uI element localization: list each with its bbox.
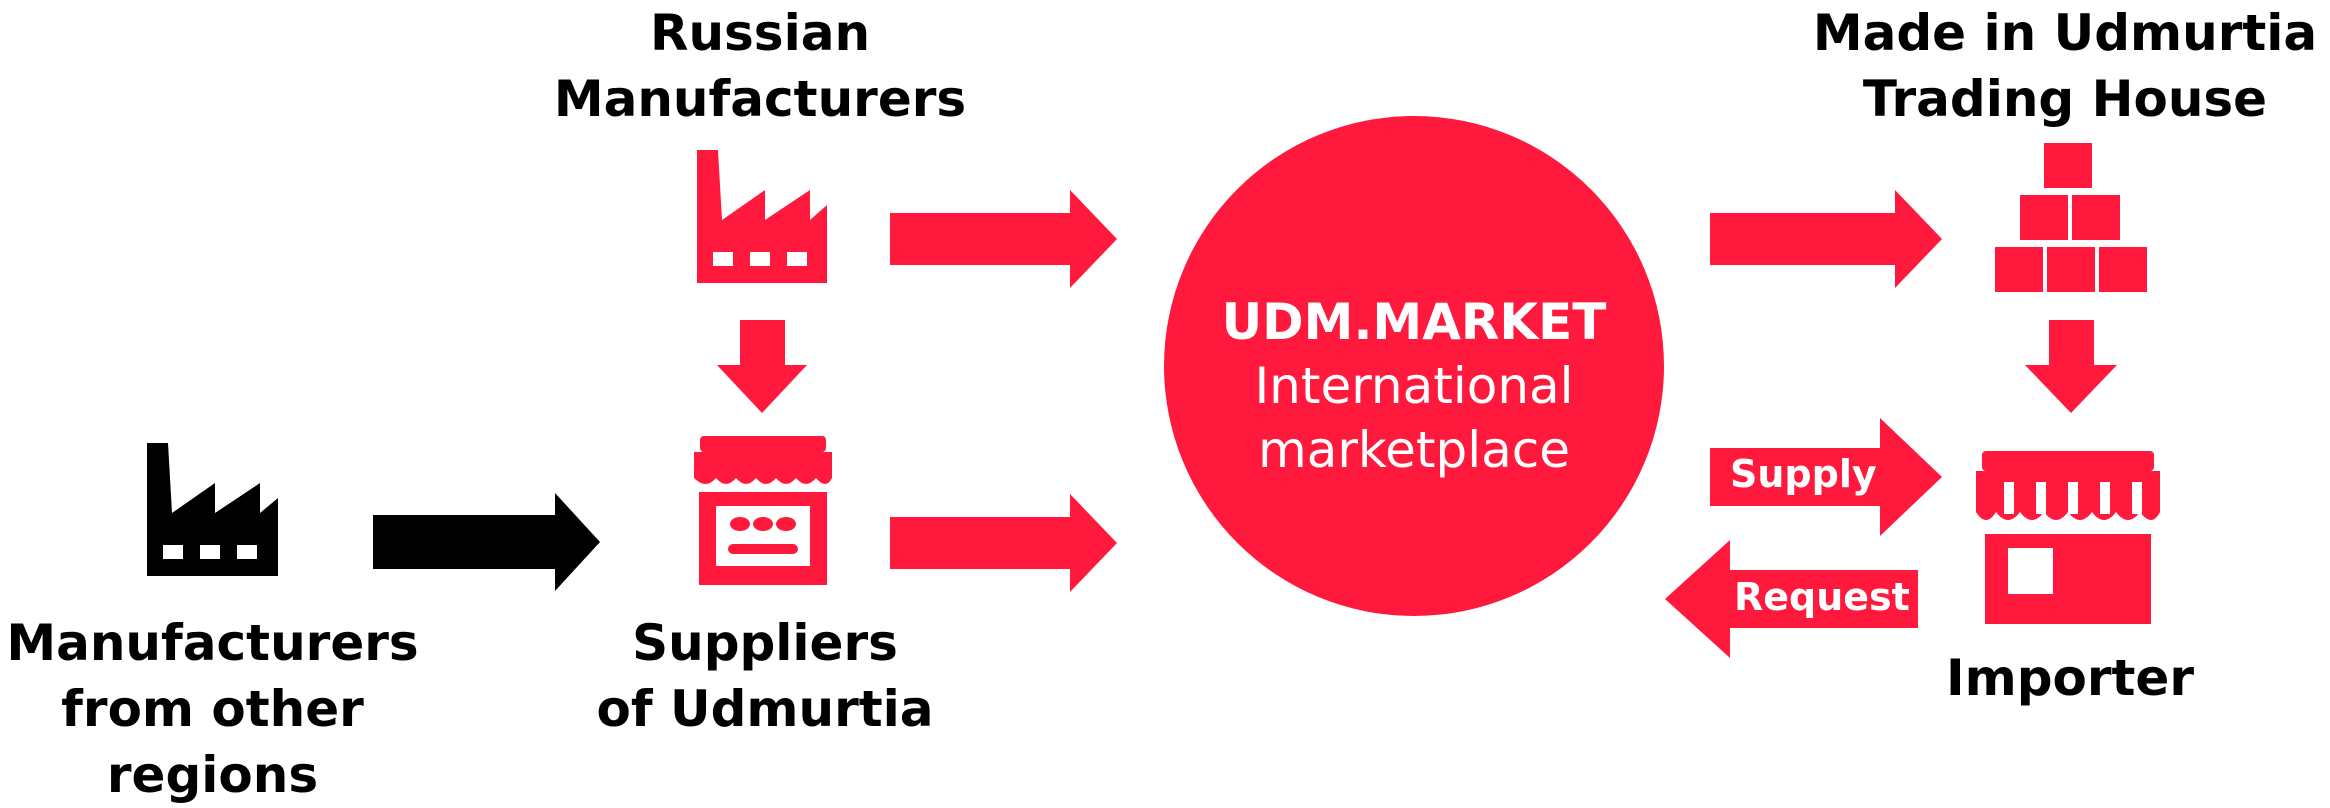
request-label: Request	[1734, 575, 1910, 619]
trading-house-label: Made in Udmurtia Trading House	[1812, 4, 2318, 128]
supply-label: Supply	[1730, 452, 1877, 496]
arrow-manufacturers-to-suppliers	[717, 320, 807, 413]
marketplace-subtitle-line2: marketplace	[1258, 421, 1570, 479]
arrow-regions-to-suppliers	[373, 493, 600, 591]
russian-manufacturers-label: Russian Manufacturers	[553, 4, 967, 128]
supply-arrow[interactable]	[1710, 418, 1942, 536]
suppliers-udmurtia-label: Suppliers of Udmurtia	[596, 614, 934, 738]
store-icon	[1976, 451, 2160, 624]
manufacturers-other-regions-label: Manufacturers from other regions	[6, 614, 419, 804]
boxes-icon	[1995, 143, 2147, 292]
marketplace-subtitle-line1: International	[1254, 357, 1574, 415]
arrow-manufacturers-to-marketplace	[890, 190, 1117, 288]
factory-icon	[697, 150, 827, 283]
market-stall-icon	[694, 436, 832, 585]
marketplace-title: UDM.MARKET	[1221, 293, 1607, 351]
arrow-trading-house-to-importer	[2025, 320, 2117, 413]
marketplace-text: UDM.MARKET International marketplace	[1164, 290, 1664, 482]
request-arrow[interactable]	[1665, 540, 1918, 658]
arrow-suppliers-to-marketplace	[890, 494, 1117, 592]
marketplace-circle	[1164, 116, 1664, 616]
importer-label: Importer	[1946, 649, 2194, 707]
arrow-marketplace-to-trading-house	[1710, 190, 1942, 288]
factory-icon	[147, 443, 278, 576]
